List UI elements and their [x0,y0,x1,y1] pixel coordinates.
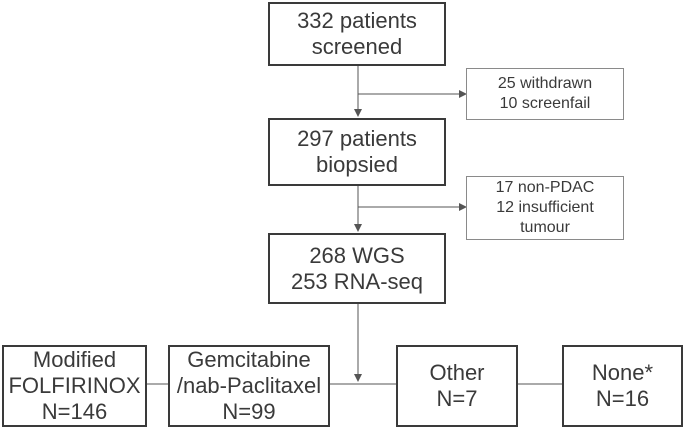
arm-gemcitabine-line1: Gemcitabine [187,347,311,372]
biopsied-count: 297 patients [297,126,417,151]
screenfail-count: 10 screenfail [499,95,591,112]
exclusion-box-2: 17 non-PDAC 12 insufficient tumour [466,176,624,240]
withdrawn-count: 25 withdrawn [497,75,593,92]
arm-gemcitabine-count: N=99 [222,399,276,424]
arm-folfirinox-line2: FOLFIRINOX [8,373,141,398]
arm-gemcitabine-line2: /nab-Paclitaxel [176,373,322,398]
arm-none-label: None* [591,360,654,385]
arm-none-box: None* N=16 [562,345,683,427]
screened-label: screened [311,34,403,59]
screened-count: 332 patients [297,8,417,33]
arm-folfirinox-count: N=146 [41,399,108,424]
arm-other-box: Other N=7 [396,345,518,427]
non-pdac-count: 17 non-PDAC [495,179,595,196]
screened-box: 332 patients screened [268,2,446,66]
arm-none-count: N=16 [595,386,650,411]
arm-other-label: Other [429,360,485,385]
arm-gemcitabine-box: Gemcitabine /nab-Paclitaxel N=99 [168,345,330,427]
arm-folfirinox-line1: Modified [32,347,117,372]
biopsied-label: biopsied [316,152,398,177]
arm-folfirinox-box: Modified FOLFIRINOX N=146 [2,345,147,427]
wgs-count: 268 WGS [309,242,405,268]
arm-other-count: N=7 [436,386,478,411]
exclusion-box-1: 25 withdrawn 10 screenfail [466,68,624,120]
insufficient-label: tumour [520,219,570,236]
rnaseq-count: 253 RNA-seq [290,268,424,294]
biopsied-box: 297 patients biopsied [268,118,446,186]
insufficient-count: 12 insufficient [496,199,594,216]
sequenced-box: 268 WGS 253 RNA-seq [268,233,446,304]
